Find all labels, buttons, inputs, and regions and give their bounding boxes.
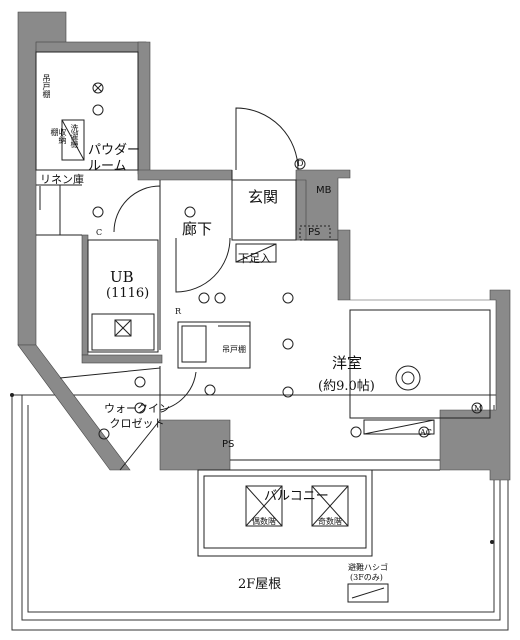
roof-boundary <box>11 394 509 631</box>
odd-floor-label: 奇数階 <box>318 517 342 526</box>
ladder-note-label: (3Fのみ) <box>350 573 383 582</box>
balcony-label: バルコニー <box>264 489 329 504</box>
even-floor-label: 偶数階 <box>252 517 276 526</box>
meter-label: M <box>474 404 483 413</box>
ps-bottom-label: PS <box>222 439 235 450</box>
ac-label: AC <box>420 428 432 437</box>
hanger-kitchen-label: 吊戸棚 <box>222 345 246 354</box>
ub-size-label: (1116) <box>106 286 150 301</box>
roof-marks <box>10 393 494 544</box>
western-room-size-label: (約9.0帖) <box>318 379 375 394</box>
c-mark-label: C <box>96 228 103 237</box>
shoe-box-label: 下足入 <box>238 252 271 265</box>
walk-in-closet-label: ウォークインクロゼット <box>104 402 170 430</box>
linen-label: リネン庫 <box>40 173 84 186</box>
western-room-label: 洋室 <box>332 354 363 372</box>
roof-label: 2F屋根 <box>238 577 282 592</box>
storage-label: 収納 <box>58 128 67 144</box>
door-d-label: D <box>297 159 304 168</box>
shelf-label: 棚 <box>50 128 59 136</box>
washer-label: 洗濯機 <box>70 124 79 148</box>
entrance-label: 玄関 <box>248 188 279 206</box>
refrigerator-label: R <box>175 307 182 316</box>
ub-label: UB <box>110 268 134 286</box>
hanger-top-label: 吊戸棚 <box>42 74 51 98</box>
interior-lines <box>35 51 491 603</box>
ps-top-label: PS <box>308 227 321 238</box>
ladder-title-label: 避難ハシゴ <box>348 563 388 572</box>
powder-room-label: パウダールーム <box>88 143 141 175</box>
walls <box>17 11 511 481</box>
mb-label: MB <box>316 185 332 196</box>
fixture-symbols <box>92 82 483 440</box>
hallway-label: 廊下 <box>182 220 213 238</box>
